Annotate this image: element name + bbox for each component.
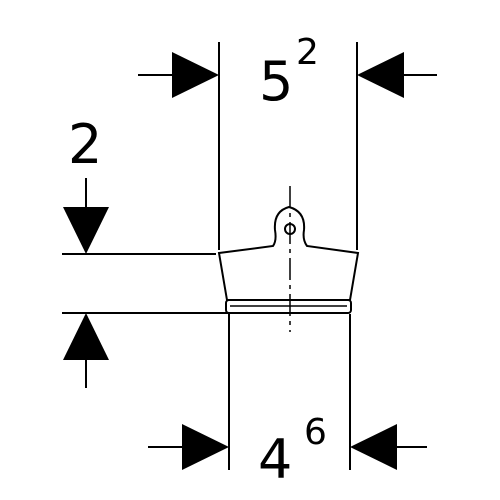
left-arrow-up-head (63, 313, 109, 360)
left-arrow-down-head (63, 207, 109, 254)
plug-part (217, 186, 360, 332)
bottom-arrow-left-head (182, 424, 229, 470)
left-dimension: 2 (62, 113, 230, 388)
plug-body-outline (217, 205, 360, 301)
top-dimension-value: 5 (259, 50, 293, 113)
left-dimension-value: 2 (68, 113, 102, 176)
bottom-dimension-superscript: 6 (304, 412, 327, 453)
top-arrow-left-head (172, 52, 219, 98)
plug-sealing-ring (225, 299, 352, 314)
top-dimension-superscript: 2 (296, 32, 319, 73)
top-dimension: 5 2 (138, 32, 437, 250)
top-arrow-right-head (357, 52, 404, 98)
bottom-arrow-right-head (350, 424, 397, 470)
bottom-dimension: 4 6 (148, 314, 427, 491)
bottom-dimension-value: 4 (258, 428, 292, 491)
